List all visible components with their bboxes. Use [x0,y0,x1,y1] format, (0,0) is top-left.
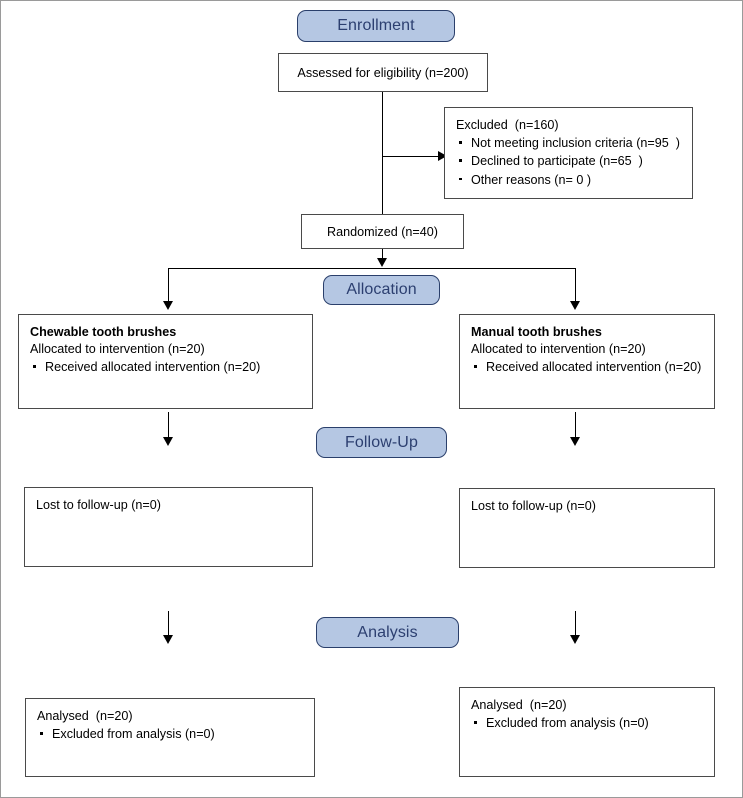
allocation-left-bullet-item: Received allocated intervention (n=20) [30,358,301,376]
allocation-box-left: Chewable tooth brushes Allocated to inte… [18,314,313,409]
connector-left-allocation-to-followup [168,412,169,440]
followup-box-left: Lost to follow-up (n=0) [24,487,313,567]
followup-left-lost-label: Lost to follow-up (n=0) [36,498,161,512]
analysis-box-right: Analysed (n=20) Excluded from analysis (… [459,687,715,777]
connector-split-to-right-allocation [575,268,576,305]
analysis-right-analysed-label: Analysed (n=20) [471,698,567,712]
allocation-right-allocated: Allocated to intervention (n=20) [471,342,646,356]
allocation-left-bullets: Received allocated intervention (n=20) [30,358,301,376]
analysis-left-bullets: Excluded from analysis (n=0) [37,725,303,743]
section-header-followup-label: Follow-Up [345,433,418,451]
section-header-followup: Follow-Up [316,427,447,458]
connector-eligibility-to-randomized [382,92,383,214]
analysis-left-analysed-label: Analysed (n=20) [37,709,133,723]
arrowhead-left-allocation [163,301,173,310]
analysis-right-bullet-item: Excluded from analysis (n=0) [471,714,703,732]
followup-right-lost-label: Lost to follow-up (n=0) [471,499,596,513]
section-header-allocation: Allocation [323,275,440,305]
analysis-left-bullet-item: Excluded from analysis (n=0) [37,725,303,743]
followup-box-right: Lost to follow-up (n=0) [459,488,715,568]
excluded-title: Excluded (n=160) [456,118,559,132]
section-header-enrollment: Enrollment [297,10,455,42]
analysis-right-bullets: Excluded from analysis (n=0) [471,714,703,732]
connector-branch-to-excluded [382,156,438,157]
section-header-enrollment-label: Enrollment [337,17,415,34]
assessed-for-eligibility-box: Assessed for eligibility (n=200) [278,53,488,92]
allocation-box-right: Manual tooth brushes Allocated to interv… [459,314,715,409]
assessed-for-eligibility-label: Assessed for eligibility (n=200) [297,65,469,80]
arrowhead-left-analysis [163,635,173,644]
connector-allocation-split-bar [168,268,575,269]
allocation-left-allocated: Allocated to intervention (n=20) [30,342,205,356]
excluded-reason-item: Not meeting inclusion criteria (n=95 ) [456,134,681,152]
analysis-box-left: Analysed (n=20) Excluded from analysis (… [25,698,315,777]
arrowhead-right-analysis [570,635,580,644]
allocation-left-heading: Chewable tooth brushes [30,325,177,339]
randomized-label: Randomized (n=40) [327,224,438,239]
connector-randomized-stem [382,249,383,261]
arrowhead-to-excluded [438,151,447,161]
arrowhead-right-followup [570,437,580,446]
excluded-box: Excluded (n=160) Not meeting inclusion c… [444,107,693,199]
allocation-right-bullets: Received allocated intervention (n=20) [471,358,703,376]
excluded-reasons-list: Not meeting inclusion criteria (n=95 ) D… [456,134,681,189]
connector-right-allocation-to-followup [575,412,576,440]
arrowhead-left-followup [163,437,173,446]
excluded-reason-item: Declined to participate (n=65 ) [456,152,681,170]
randomized-box: Randomized (n=40) [301,214,464,249]
excluded-reason-item: Other reasons (n= 0 ) [456,171,681,189]
connector-right-followup-to-analysis [575,611,576,638]
section-header-analysis: Analysis [316,617,459,648]
arrowhead-randomized-split [377,258,387,267]
section-header-analysis-label: Analysis [357,623,418,641]
allocation-right-bullet-item: Received allocated intervention (n=20) [471,358,703,376]
arrowhead-right-allocation [570,301,580,310]
connector-split-to-left-allocation [168,268,169,305]
section-header-allocation-label: Allocation [346,281,417,298]
allocation-right-heading: Manual tooth brushes [471,325,602,339]
connector-left-followup-to-analysis [168,611,169,638]
